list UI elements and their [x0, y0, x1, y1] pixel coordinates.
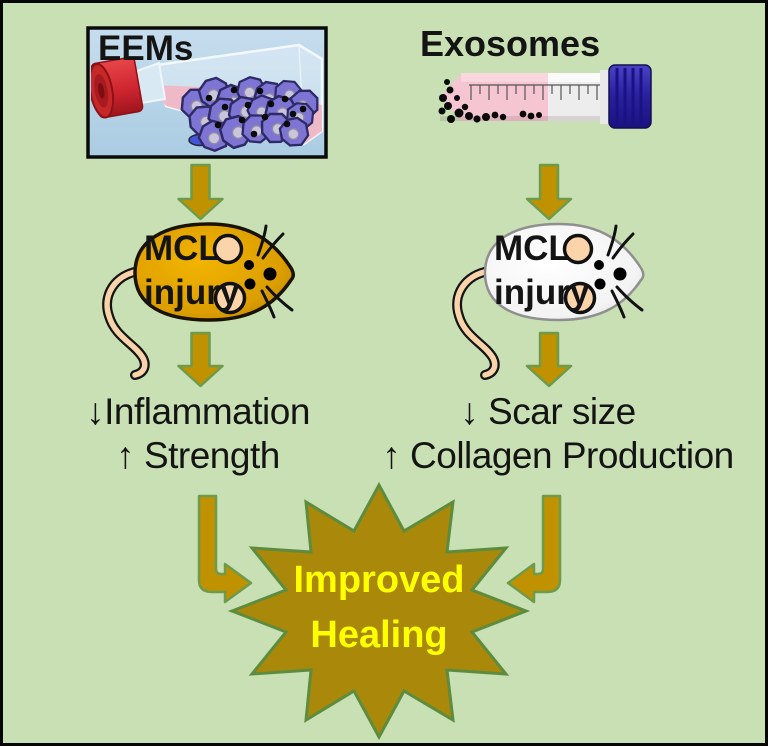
down-arrow-icon: [525, 163, 573, 221]
outcome-scar-size: ↓ Scar size: [460, 391, 636, 432]
mcl-injury-label-left: MCL injury: [144, 227, 239, 315]
whiskers: [256, 224, 294, 319]
exosome-dots: [438, 79, 542, 123]
gold-mouse-icon: [102, 222, 295, 380]
eems-source-panel: [86, 26, 328, 159]
mcl-injury-left-line2: injury: [144, 273, 240, 312]
eems-label: EEMs: [98, 29, 194, 68]
cell-cluster: [178, 71, 323, 154]
outcome-collagen-production: ↑ Collagen Production: [382, 435, 734, 476]
cell-culture-flask-icon: [91, 43, 323, 154]
down-arrow-icon: [177, 163, 224, 221]
outcome-strength: ↑ Strength: [116, 435, 280, 476]
down-arrow-icon: [177, 331, 224, 388]
mcl-injury-label-right: MCL injury: [494, 227, 589, 315]
conical-tube-icon: [438, 64, 652, 129]
mcl-injury-right-line2: injury: [494, 273, 590, 312]
bent-arrow-right-icon: [197, 494, 253, 604]
exosomes-label: Exosomes: [420, 23, 601, 64]
down-arrow-icon: [525, 331, 573, 388]
bent-arrow-left-icon: [506, 494, 562, 604]
figure-artwork: [86, 26, 652, 741]
result-label-line1: Improved: [293, 559, 465, 601]
starburst-12-point: [227, 481, 531, 741]
whiskers: [606, 224, 644, 319]
result-label-line2: Healing: [310, 614, 448, 656]
mcl-injury-right-line1: MCL: [494, 229, 570, 268]
white-mouse-icon: [452, 222, 645, 380]
mcl-injury-left-line1: MCL: [144, 229, 220, 268]
outcome-inflammation: ↓Inflammation: [86, 391, 310, 432]
graduation-marks: [469, 84, 601, 100]
